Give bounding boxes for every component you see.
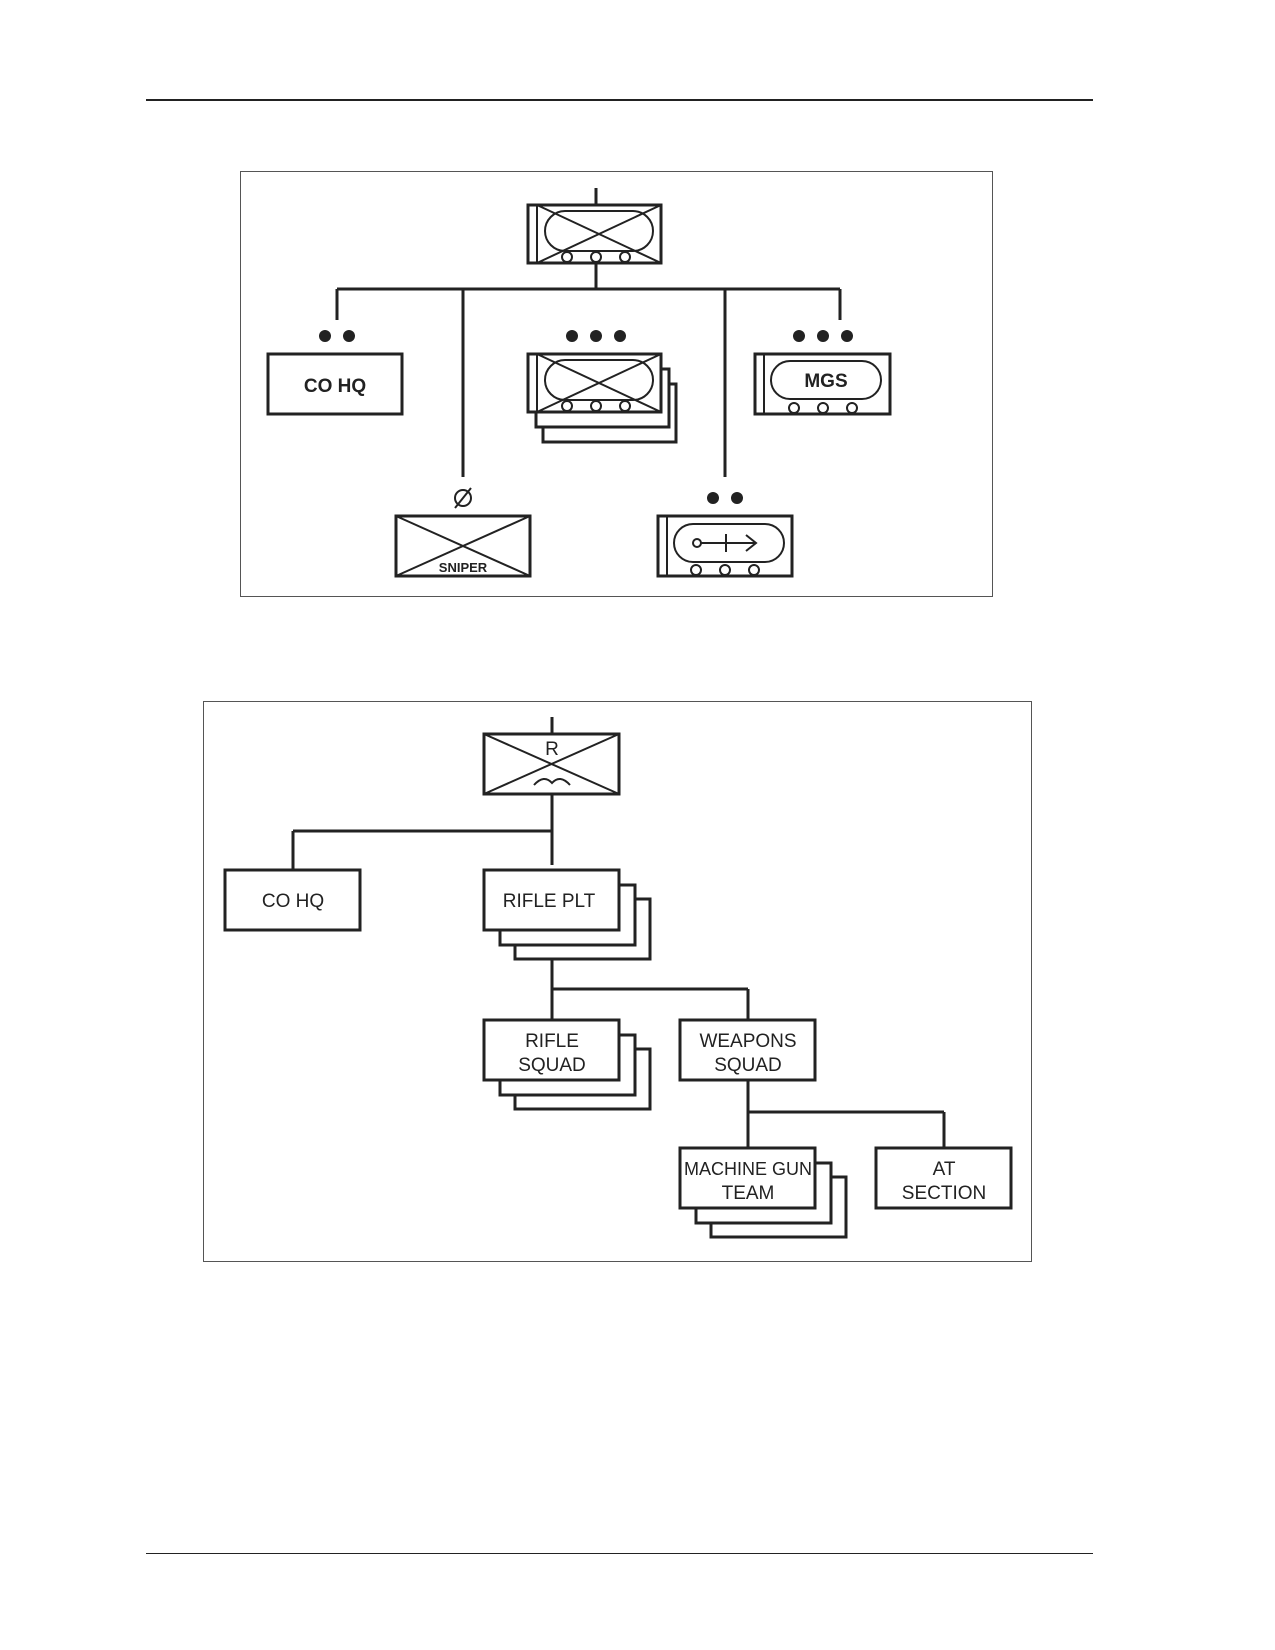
- at-section-label-line2: SECTION: [902, 1183, 986, 1204]
- co-hq-box: [223, 868, 362, 932]
- rifle-plt-stack: [482, 868, 652, 961]
- rifle-squad-label-line2: SQUAD: [518, 1055, 586, 1076]
- co-hq-label: CO HQ: [262, 891, 324, 912]
- sniper-section-symbol: [394, 514, 532, 578]
- parent-mark-label: R: [545, 739, 559, 760]
- weapons-squad-label-line2: SQUAD: [714, 1055, 782, 1076]
- weapons-squad-label-line1: WEAPONS: [699, 1031, 796, 1052]
- rifle-squad-label-line1: RIFLE: [525, 1031, 579, 1052]
- echelon-dots: [319, 330, 853, 504]
- co-hq-box: [266, 352, 404, 416]
- null-symbol-icon: [454, 487, 472, 509]
- page-bottom-rule: [146, 1553, 1093, 1554]
- airborne-wings-icon: [533, 778, 571, 786]
- parent-mech-infantry-symbol: [526, 203, 663, 265]
- co-hq-label: CO HQ: [304, 376, 366, 397]
- rifle-squad-stack: [482, 1018, 652, 1111]
- machine-gun-team-label-line1: MACHINE GUN: [684, 1159, 812, 1179]
- sniper-label: SNIPER: [439, 560, 488, 575]
- mortar-section-symbol: [656, 514, 794, 578]
- page-top-rule: [146, 99, 1093, 101]
- at-section-label-line1: AT: [933, 1159, 956, 1180]
- figure-2-org-chart: R CO HQ RIFLE PLT RIFLE SQUAD WEAPONS SQ…: [203, 701, 1032, 1262]
- machine-gun-team-stack: [678, 1146, 848, 1239]
- figure-2-diagram: R CO HQ RIFLE PLT RIFLE SQUAD WEAPONS SQ…: [223, 717, 1013, 1239]
- mgs-label: MGS: [804, 371, 847, 392]
- machine-gun-team-label-line2: TEAM: [722, 1183, 775, 1204]
- rifle-plt-label: RIFLE PLT: [503, 891, 596, 912]
- mgs-platoon-symbol: [753, 352, 892, 416]
- figure-1-diagram: CO HQ MGS SNIPER: [266, 188, 892, 578]
- at-section-box: [874, 1146, 1013, 1210]
- mech-platoon-stack: [526, 352, 678, 444]
- parent-infantry-symbol: [482, 732, 621, 796]
- figure-1-org-chart: CO HQ MGS SNIPER: [240, 171, 993, 597]
